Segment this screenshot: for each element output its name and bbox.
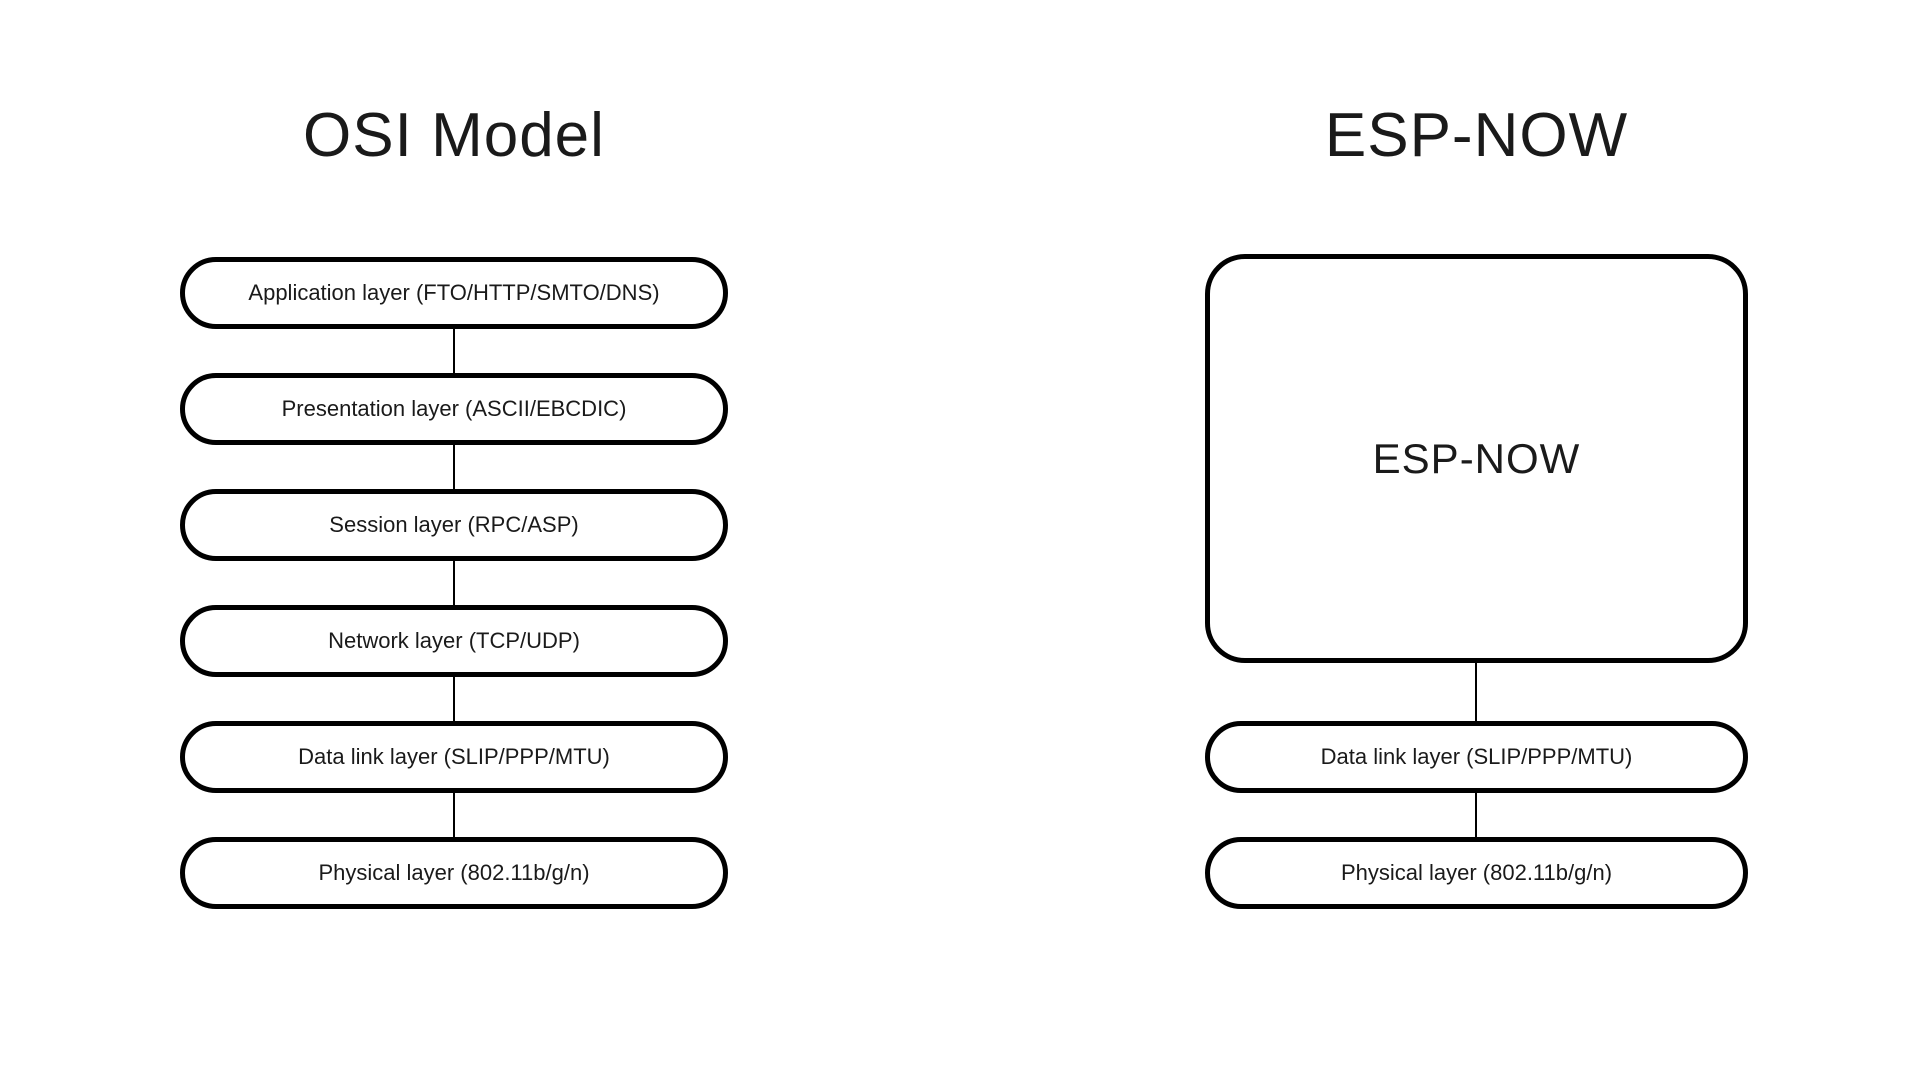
osi-layer-network-label: Network layer (TCP/UDP) [328,628,580,653]
esp-layer-physical: Physical layer (802.11b/g/n) [1205,837,1748,909]
osi-layer-session-label: Session layer (RPC/ASP) [329,512,579,537]
connector-line [453,677,455,721]
osi-layer-datalink: Data link layer (SLIP/PPP/MTU) [180,721,728,793]
osi-layer-session: Session layer (RPC/ASP) [180,489,728,561]
osi-layer-presentation-label: Presentation layer (ASCII/EBCDIC) [281,396,627,421]
osi-layer-physical-label: Physical layer (802.11b/g/n) [318,860,590,885]
esp-layer-physical-label: Physical layer (802.11b/g/n) [1340,860,1613,885]
connector-line [1475,663,1477,721]
osi-layer-network: Network layer (TCP/UDP) [180,605,728,677]
osi-layer-application: Application layer (FTO/HTTP/SMTO/DNS) [180,257,728,329]
esp-now-stack-label: ESP-NOW [1372,434,1581,482]
connector-line [453,329,455,373]
osi-layer-application-label: Application layer (FTO/HTTP/SMTO/DNS) [248,280,660,305]
connector-line [453,445,455,489]
osi-layer-presentation: Presentation layer (ASCII/EBCDIC) [180,373,728,445]
connector-line [1475,793,1477,837]
osi-layer-datalink-label: Data link layer (SLIP/PPP/MTU) [298,744,610,769]
connector-line [453,561,455,605]
esp-layer-datalink: Data link layer (SLIP/PPP/MTU) [1205,721,1748,793]
connector-line [453,793,455,837]
esp-layer-datalink-label: Data link layer (SLIP/PPP/MTU) [1320,744,1633,769]
osi-model-title: OSI Model [303,101,605,170]
osi-layer-physical: Physical layer (802.11b/g/n) [180,837,728,909]
esp-now-stack-box: ESP-NOW [1205,254,1748,663]
esp-now-title: ESP-NOW [1324,101,1629,170]
